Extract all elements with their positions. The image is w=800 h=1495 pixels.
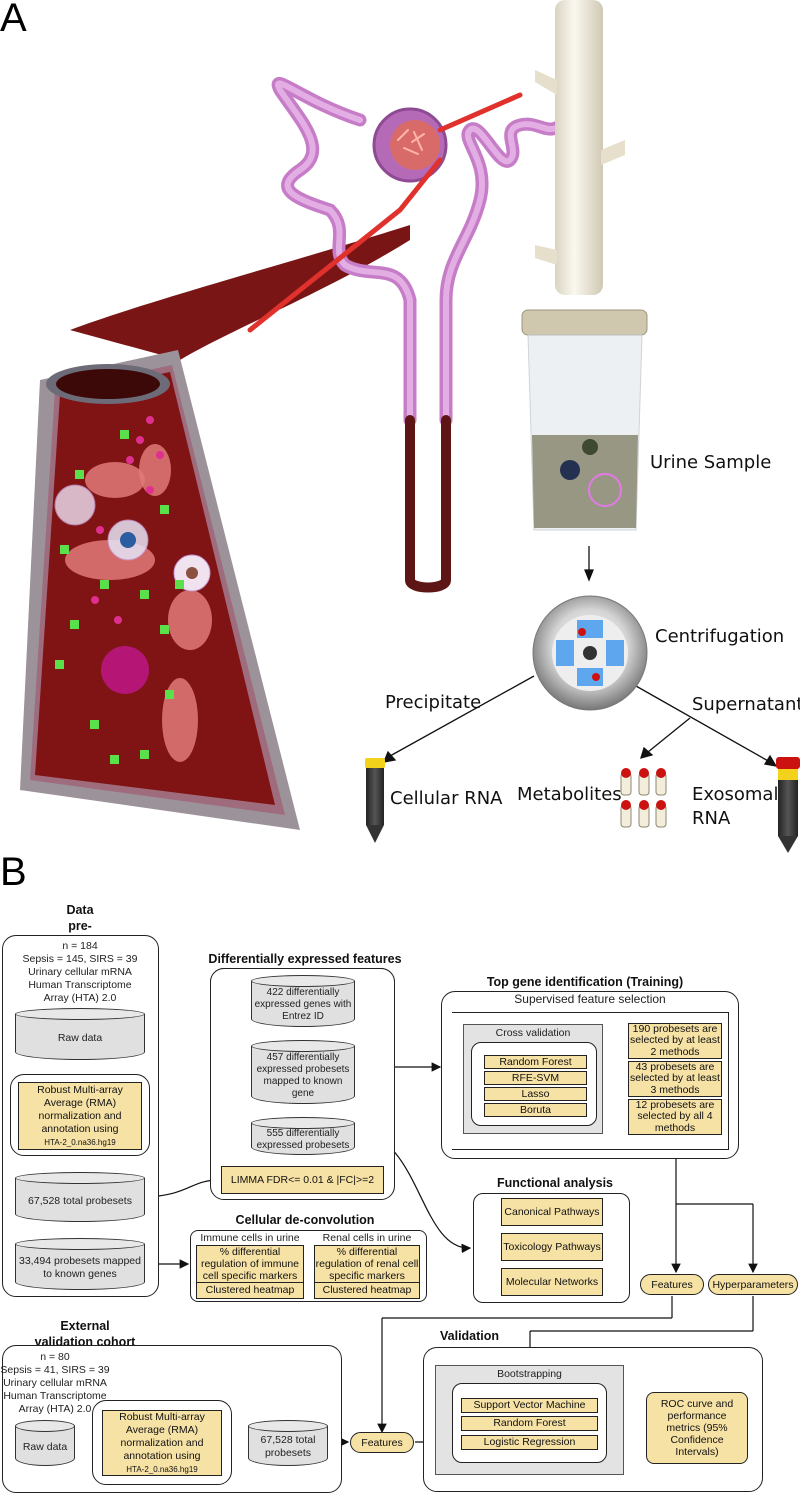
model-random-forest: Random Forest [461,1416,598,1431]
data-preprocessing-title-line1: Data [66,903,94,917]
immune-heatmap-box: Clustered heatmap [196,1282,304,1299]
supervised-frame [452,1012,729,1150]
data-preprocessing-info: n = 184 Sepsis = 145, SIRS = 39 Urinary … [5,940,155,1005]
probesets-555-cylinder: 555 differentially expressed probesets [251,1117,355,1155]
panel-b-label: B [0,850,27,894]
renal-header: Renal cells in urine [322,1232,412,1244]
hyperparameters-pill: Hyperparameters [708,1274,798,1295]
ext-info-hta: Human Transcriptome [3,1390,107,1402]
centrifugation-label: Centrifugation [655,626,785,647]
ext-total-probesets-cylinder: 67,528 total probesets [248,1420,328,1466]
result-190-box: 190 probesets are selected by at least 2… [628,1023,722,1059]
cellular-rna-tube-icon [365,758,385,843]
genes-422-cylinder: 422 differentially expressed genes with … [251,975,355,1027]
precipitate-label: Precipitate [385,692,482,713]
method-lasso: Lasso [484,1087,587,1101]
method-random-forest: Random Forest [484,1055,587,1069]
total-probesets-cylinder: 67,528 total probesets [15,1172,145,1222]
collecting-duct-icon [535,0,625,295]
top-gene-title: Top gene identification (Training) [486,975,684,989]
nephron-icon [247,77,572,593]
supervised-subtitle: Supervised feature selection [514,992,666,1006]
result-43-box: 43 probesets are selected by at least 3 … [628,1061,722,1097]
roc-box: ROC curve and performance metrics (95% C… [646,1392,748,1464]
features-pill: Features [640,1274,704,1295]
cellular-rna-label: Cellular RNA [390,788,503,809]
blood-vessel-icon [20,225,410,830]
panel-a-label: A [0,0,27,40]
ext-rma-box: Robust Multi-array Average (RMA) normali… [102,1410,222,1476]
renal-heatmap-box: Clustered heatmap [314,1282,420,1299]
panel-a-arrows [382,546,778,767]
mapped-probesets-label: 33,494 probesets mapped to known genes [18,1255,141,1280]
immune-markers-box: % differential regulation of immune cell… [196,1245,304,1283]
ext-features-pill: Features [350,1432,414,1453]
bootstrapping-label: Bootstrapping [497,1368,562,1380]
external-info: n = 80 Sepsis = 41, SIRS = 39 Urinary ce… [0,1351,110,1416]
validation-title: Validation [440,1329,500,1343]
info-n: n = 184 [62,940,98,952]
raw-data-cylinder: Raw data [15,1008,145,1060]
exosomal-rna-label-line1: Exosomal [692,784,779,805]
info-hta-version: Array (HTA) 2.0 [43,992,117,1004]
molecular-networks-box: Molecular Networks [501,1268,603,1296]
info-sepsis: Sepsis = 145, SIRS = 39 [22,953,138,965]
total-probesets-label: 67,528 total probesets [28,1194,132,1207]
cross-validation-label: Cross validation [495,1027,571,1039]
canonical-pathways-box: Canonical Pathways [501,1198,603,1226]
ext-rma-annotation: HTA-2_0.na36.hg19 [126,1464,198,1474]
supernatant-label: Supernatant [692,694,800,715]
ext-info-n: n = 80 [40,1351,70,1363]
model-svm: Support Vector Machine [461,1398,598,1413]
ext-total-probesets-label: 67,528 total probesets [260,1434,316,1459]
centrifuge-icon [532,595,648,711]
raw-data-label: Raw data [57,1031,103,1044]
differential-title: Differentially expressed features [208,952,402,966]
ext-info-hta-version: Array (HTA) 2.0 [18,1403,92,1415]
ext-info-mrna: Urinary cellular mRNA [3,1377,107,1389]
probesets-457-cylinder: 457 differentially expressed probesets m… [251,1040,355,1104]
metabolite-tubes-icon [620,768,667,828]
toxicology-pathways-box: Toxicology Pathways [501,1233,603,1261]
panel-a-illustration [20,0,800,853]
urine-cup-icon [521,309,648,531]
rma-annotation: HTA-2_0.na36.hg19 [44,1137,116,1147]
info-mrna: Urinary cellular mRNA [28,966,132,978]
metabolites-label: Metabolites [517,784,622,805]
mapped-probesets-cylinder: 33,494 probesets mapped to known genes [15,1238,145,1290]
immune-header: Immune cells in urine [200,1232,300,1244]
urine-sample-label: Urine Sample [650,452,772,473]
method-boruta: Boruta [484,1103,587,1117]
functional-title: Functional analysis [496,1176,613,1190]
result-12-box: 12 probesets are selected by all 4 metho… [628,1099,722,1135]
method-rfe-svm: RFE-SVM [484,1071,587,1085]
deconvolution-title: Cellular de-convolution [235,1213,375,1227]
model-logistic-regression: Logistic Regression [461,1435,598,1450]
ext-raw-data-cylinder: Raw data [15,1420,75,1466]
limma-box: LIMMA FDR<= 0.01 & |FC|>=2 [221,1166,384,1194]
info-hta: Human Transcriptome [28,979,132,991]
ext-raw-data-label: Raw data [22,1440,68,1453]
exosomal-rna-label-line2: RNA [692,808,731,829]
rma-box: Robust Multi-array Average (RMA) normali… [18,1082,142,1150]
renal-markers-box: % differential regulation of renal cell … [314,1245,420,1283]
exosomal-rna-tube-icon [776,757,800,853]
external-title-line1: External [60,1319,110,1333]
ext-info-sepsis: Sepsis = 41, SIRS = 39 [0,1364,110,1376]
